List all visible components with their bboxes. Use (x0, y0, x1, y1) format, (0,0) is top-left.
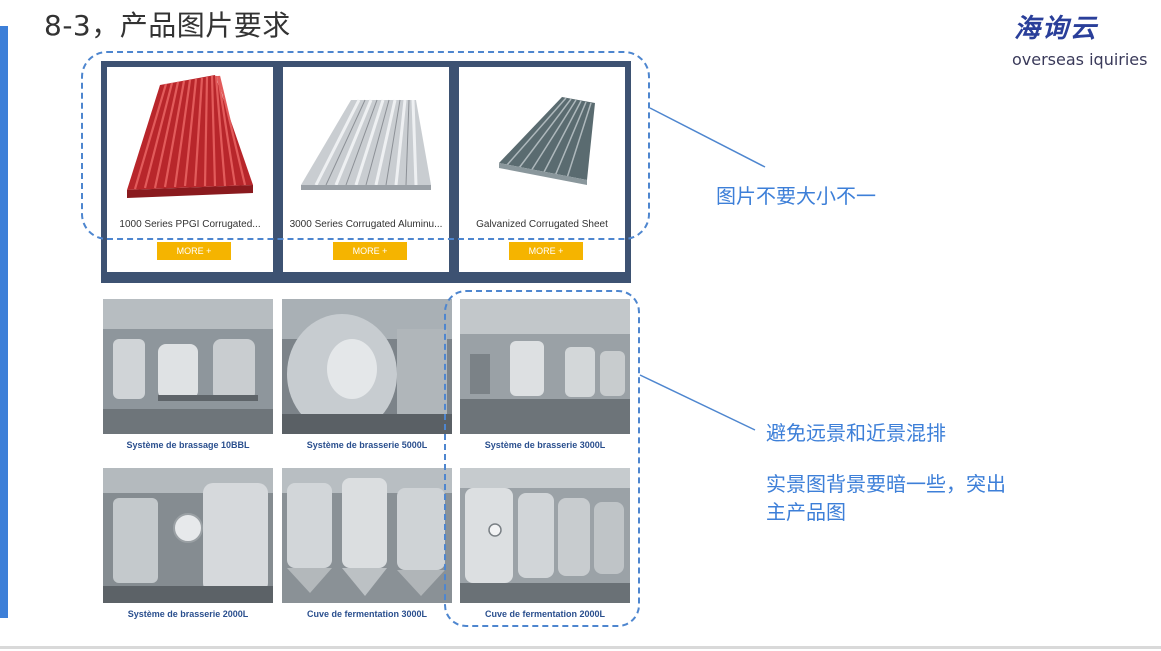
callout-line-top (649, 107, 766, 168)
left-accent-bar (0, 26, 8, 618)
brewery-5000l-photo (282, 299, 452, 434)
more-button[interactable]: MORE + (509, 242, 583, 260)
brewery-caption: Système de brassage 10BBL (126, 440, 250, 450)
note-avoid-mix: 避免远景和近景混排 (766, 421, 946, 445)
brand-logo: 海询云 (1014, 14, 1099, 44)
fermentation-3000l-photo (282, 468, 452, 603)
brewery-3000l-photo (460, 299, 630, 434)
highlight-box-right (444, 290, 640, 627)
brewery-tile[interactable]: Système de brasserie 5000L (282, 299, 452, 450)
more-button[interactable]: MORE + (157, 242, 231, 260)
brewery-caption: Système de brasserie 3000L (484, 440, 606, 450)
bottom-divider (0, 646, 1161, 649)
brewhouse-10bbl-photo (103, 299, 273, 434)
brewery-caption: Cuve de fermentation 2000L (484, 609, 606, 619)
product-card[interactable]: 1000 Series PPGI Corrugated... MORE + (107, 67, 273, 272)
product-card[interactable]: Galvanized Corrugated Sheet MORE + (459, 67, 625, 272)
note-darker-background: 实景图背景要暗一些，突出 主产品图 (766, 470, 1006, 526)
callout-line-bottom (639, 374, 756, 431)
aluminum-corrugated-sheet-image (301, 99, 431, 190)
brewery-tile[interactable]: Système de brasserie 2000L (103, 468, 273, 619)
brewery-caption: Cuve de fermentation 3000L (306, 609, 428, 619)
fermentation-2000l-photo (460, 468, 630, 603)
note-image-size: 图片不要大小不一 (716, 184, 876, 208)
brand-subtitle: overseas iquiries (1012, 50, 1148, 69)
product-card[interactable]: 3000 Series Corrugated Aluminu... MORE + (283, 67, 449, 272)
slide-title: 8-3，产品图片要求 (44, 9, 291, 42)
brewery-tile[interactable]: Cuve de fermentation 3000L (282, 468, 452, 619)
brewery-2000l-photo (103, 468, 273, 603)
red-corrugated-sheet-image (127, 75, 253, 198)
brewery-tile[interactable]: Cuve de fermentation 2000L (460, 468, 630, 619)
galvanized-corrugated-sheet-image (499, 97, 595, 185)
brewery-tile[interactable]: Système de brassage 10BBL (103, 299, 273, 450)
product-panel: 1000 Series PPGI Corrugated... MORE + (101, 61, 631, 283)
note-line-1: 实景图背景要暗一些，突出 (766, 472, 1006, 496)
brewery-tile[interactable]: Système de brasserie 3000L (460, 299, 630, 450)
brewery-caption: Système de brasserie 2000L (127, 609, 249, 619)
highlight-box-top (81, 51, 650, 240)
brewery-caption: Système de brasserie 5000L (306, 440, 428, 450)
more-button[interactable]: MORE + (333, 242, 407, 260)
note-line-2: 主产品图 (766, 500, 846, 524)
